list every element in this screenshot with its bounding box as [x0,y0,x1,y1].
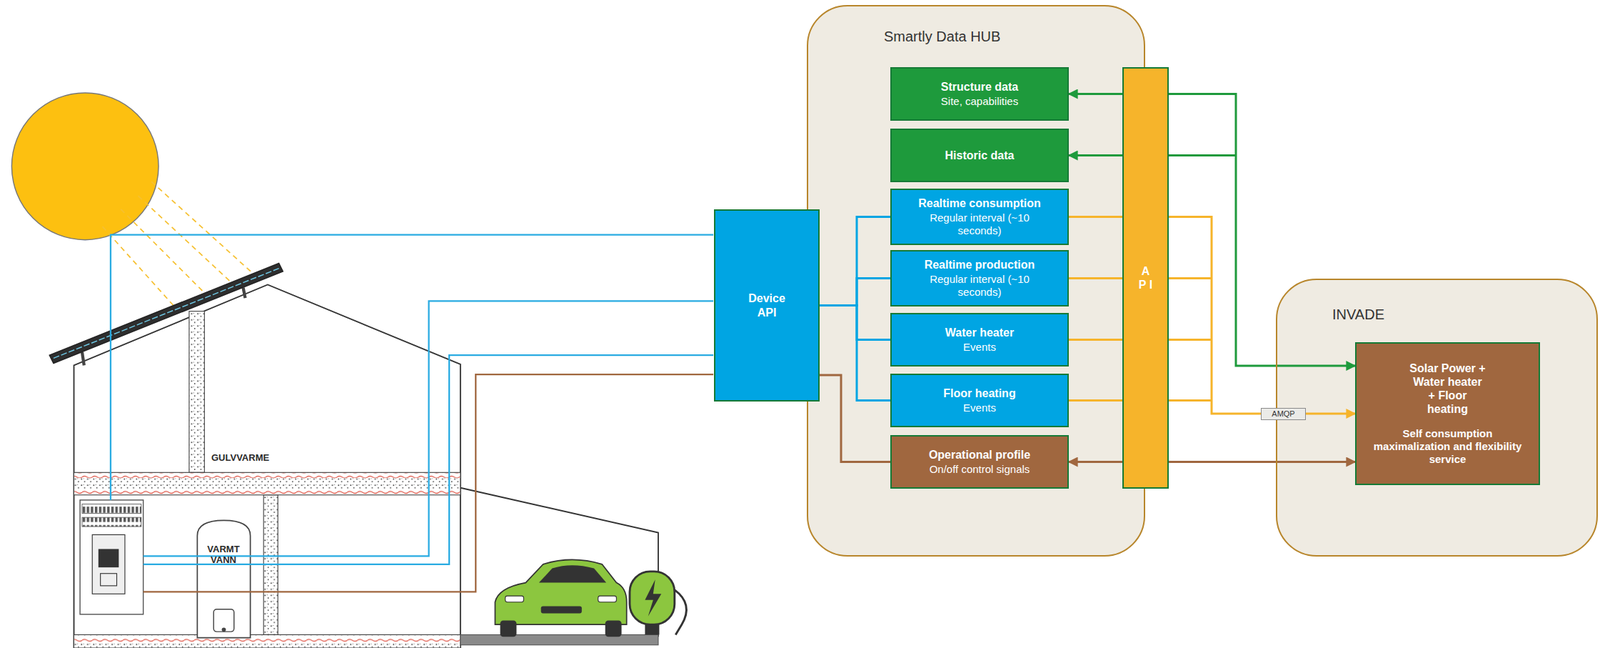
connector [1168,94,1356,367]
box-title: Realtime consumption [918,196,1041,210]
floor-heating-pipes [74,489,460,495]
floor-heating-label: GULVVARME [211,452,298,464]
stream-box: Realtime productionRegular interval (~10… [890,249,1069,307]
meter-display [98,548,120,567]
data-wire [110,234,714,500]
service-box: Solar Power + Water heater + Floor heati… [1355,341,1541,485]
water-heater-tank [197,519,250,637]
box-title: A P I [1138,264,1154,292]
control-wire [143,374,714,592]
data-wire [143,354,714,565]
stream-box: Realtime consumptionRegular interval (~1… [890,188,1069,245]
connector [819,305,891,401]
meter-cabinet [79,499,144,615]
connector [819,278,891,306]
panel-leg [82,351,85,366]
container-title: Smartly Data HUB [883,27,1144,45]
car-headlight [505,595,525,602]
connector [1068,460,1123,463]
invade-container: INVADE Solar Power + Water heater + Floor… [1275,278,1598,557]
connector [1068,277,1123,280]
breaker-row [82,504,142,514]
solar-panel [49,263,283,364]
energy-meter [92,534,125,594]
sun-ray [120,209,210,298]
box-title: Floor heating [943,386,1016,400]
sun [11,92,159,240]
garage-floor [460,634,659,644]
connector [1068,215,1123,218]
data-box: Structure dataSite, capabilities [890,67,1069,121]
floor-heating-pipes [74,636,460,642]
connector [1168,460,1356,463]
sun-ray [151,181,258,278]
api-bar: A P I [1122,67,1169,489]
floor-slab [74,471,461,495]
breaker-row [82,516,142,527]
car-wheel [605,619,622,637]
box-title: Water heater [945,325,1014,340]
charger-cable [674,589,687,635]
sun-ray [102,226,177,308]
container-title: INVADE [1332,305,1597,323]
sun-ray [138,195,238,288]
box-title: Device API [741,291,792,319]
connector [1068,92,1123,95]
data-wire [143,300,714,556]
data-box: Historic data [890,128,1069,183]
api-box: Device API [713,209,820,402]
box-title: Structure data [941,79,1019,94]
connector [1068,154,1123,157]
box-title: Solar Power + Water heater + Floor heati… [1408,361,1488,417]
ev-charger [629,571,675,625]
tank-valve [222,626,227,632]
chimney [189,311,205,473]
connector [819,217,891,306]
box-subtitle: Events [963,401,996,415]
floor-heating-pipes [74,472,460,478]
meter-module [100,573,118,586]
connector [819,374,891,462]
panel-leg [243,287,246,298]
box-title: Historic data [945,148,1015,163]
electric-car [494,559,627,625]
box-subtitle: Regular interval (~10 seconds) [926,211,1034,238]
garage-outline [460,487,659,637]
ground-slab [74,634,461,648]
lightning-symbol [644,579,662,616]
connector [1168,217,1356,415]
container-fill [1275,278,1598,557]
box-subtitle: On/off control signals [929,462,1031,476]
box-subtitle: Events [963,340,996,354]
control-box: Operational profileOn/off control signal… [890,434,1069,489]
box-title: Realtime production [924,257,1036,272]
solar-cells [53,268,280,359]
car-window [539,564,607,582]
tank-thermostat [213,609,235,632]
tank-label: VARMT VANN [197,544,250,566]
connector [819,305,891,340]
edge-label: AMQP [1260,407,1306,420]
connector [1068,338,1123,341]
charger-stand [644,624,659,635]
hub-container: Smartly Data HUB Structure dataSite, capa… [806,4,1146,557]
event-box: Water heaterEvents [890,312,1069,367]
box-title: Operational profile [928,447,1031,462]
box-subtitle: Self consumption maximalization and flex… [1370,426,1525,466]
event-box: Floor heatingEvents [890,373,1069,427]
connector [1068,399,1123,402]
box-subtitle: Regular interval (~10 seconds) [926,272,1034,299]
car-headlight [598,595,617,602]
house-outline [74,284,461,648]
box-subtitle: Site, capabilities [941,94,1019,108]
car-grille [541,605,582,613]
car-wheel [500,619,517,637]
device-wires [110,234,714,592]
container-fill [806,4,1146,557]
